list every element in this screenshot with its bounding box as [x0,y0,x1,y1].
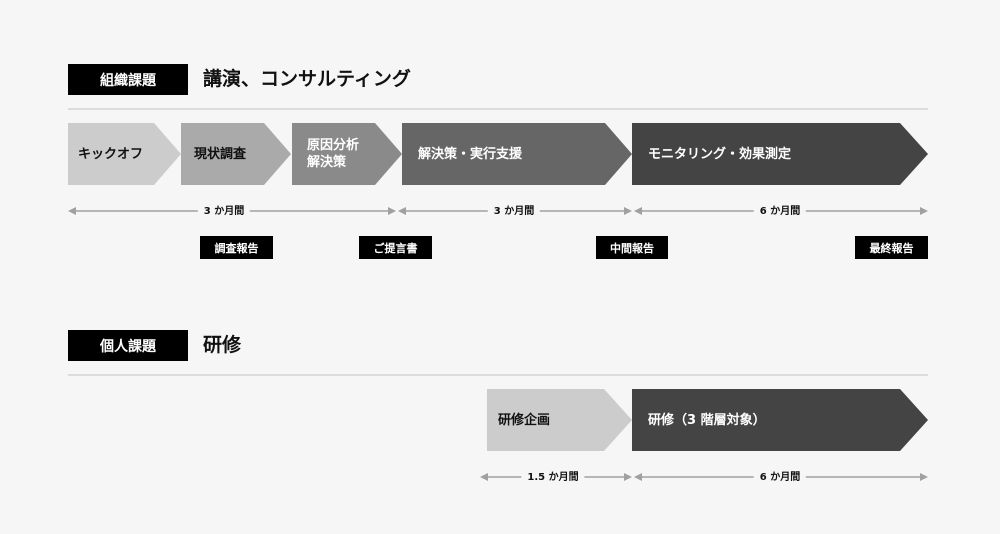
phase-training-planning: 研修企画 [487,389,632,451]
section-title: 講演、コンサルティング [203,68,411,90]
phase-root-cause-solution: 原因分析 解決策 [292,123,402,185]
milestone-interim-report: 中間報告 [596,236,668,259]
duration-label: 3 か月間 [487,204,541,220]
phase-monitoring: モニタリング・効果測定 [632,123,928,185]
duration-label: 6 か月間 [753,470,807,486]
phase-kickoff: キックオフ [68,123,181,185]
phase-label: 原因分析 解決策 [307,123,359,185]
phase-label-line: 原因分析 [307,138,360,153]
milestone-final-report: 最終報告 [855,236,928,259]
divider [68,374,928,376]
divider [68,108,928,110]
duration-label: 1.5 か月間 [521,470,585,486]
duration-label: 6 か月間 [753,204,807,220]
duration-arrows [480,473,928,481]
section-title: 研修 [203,334,242,356]
category-label: 個人課題 [100,338,156,355]
category-badge: 組織課題 [68,64,188,95]
phase-label: 現状調査 [194,146,247,162]
phase-implementation-support: 解決策・実行支援 [402,123,632,185]
phase-label: 研修企画 [498,412,551,428]
phase-label: モニタリング・効果測定 [648,146,792,162]
phase-label: 解決策・実行支援 [418,146,523,162]
duration-label: 3 か月間 [197,204,251,220]
phase-label-line: 解決策 [307,155,347,170]
phase-label: キックオフ [78,146,144,162]
milestone-proposal: ご提言書 [359,236,432,259]
phase-training: 研修（3 階層対象） [632,389,928,451]
milestone-survey-report: 調査報告 [200,236,273,259]
category-label: 組織課題 [100,72,156,89]
phase-label: 研修（3 階層対象） [648,412,766,428]
phase-current-survey: 現状調査 [181,123,291,185]
category-badge: 個人課題 [68,330,188,361]
